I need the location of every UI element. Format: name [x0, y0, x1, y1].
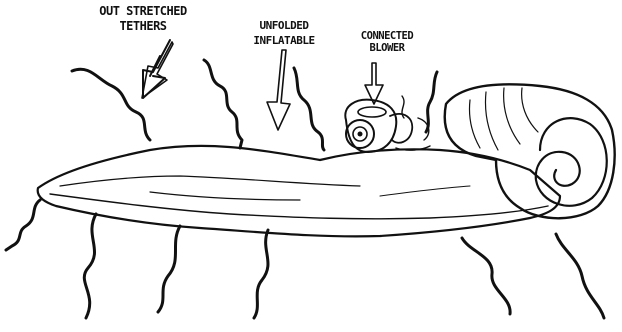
inflatable-arrow: [267, 50, 290, 130]
tethers-label: OUT STRETCHED TETHERS: [83, 4, 203, 34]
rolled-inflatable: [445, 84, 615, 218]
blower-label-line1: CONNECTED: [342, 30, 432, 42]
unfolded-inflatable: [38, 146, 560, 237]
inflatable-label: UNFOLDED INFLATABLE: [232, 18, 336, 48]
blower: [345, 96, 430, 152]
upper-tethers: [72, 60, 437, 150]
blower-label: CONNECTED BLOWER: [342, 30, 432, 54]
tethers-label-line2: TETHERS: [83, 19, 203, 34]
tethers-label-line1: OUT STRETCHED: [83, 4, 203, 19]
inflatable-label-line1: UNFOLDED: [232, 18, 336, 33]
blower-label-line2: BLOWER: [342, 42, 432, 54]
blower-arrow: [365, 63, 383, 104]
tethers-arrow: [142, 40, 173, 98]
inflatable-label-line2: INFLATABLE: [232, 33, 336, 48]
